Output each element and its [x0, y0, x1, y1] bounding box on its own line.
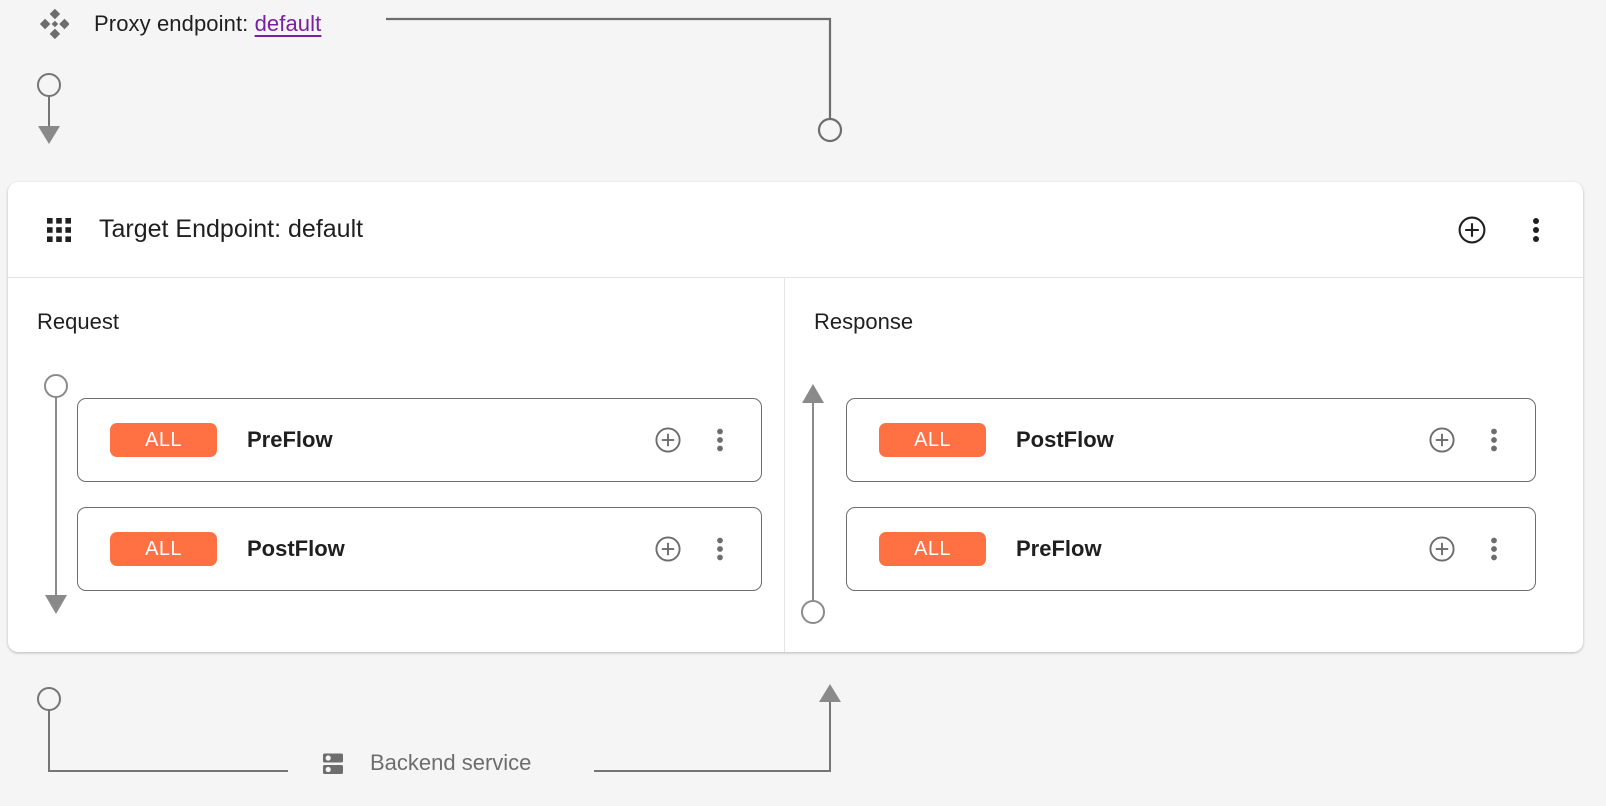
target-out-port-circle [37, 687, 61, 711]
proxy-endpoint-label: Proxy endpoint: default [94, 11, 321, 37]
request-rail-arrowhead [45, 595, 67, 614]
flow-card-actions [1427, 534, 1509, 564]
response-flow-rail [801, 384, 825, 624]
proxy-endpoint-header: Proxy endpoint: default [0, 0, 321, 48]
status-badge: ALL [879, 532, 986, 566]
response-column: Response ALL PostFlow [785, 278, 1583, 652]
request-column-title: Request [37, 309, 119, 334]
target-endpoint-header-actions [1455, 213, 1553, 247]
proxy-endpoint-label-prefix: Proxy endpoint: [94, 11, 255, 36]
more-vert-icon[interactable] [1479, 534, 1509, 564]
status-badge: ALL [879, 423, 986, 457]
more-vert-icon[interactable] [705, 534, 735, 564]
add-circle-icon[interactable] [653, 425, 683, 455]
flow-name: PostFlow [1016, 427, 1114, 452]
status-badge: ALL [110, 532, 217, 566]
proxy-out-arrowhead [38, 126, 60, 144]
proxy-out-port-circle [37, 73, 61, 97]
response-flow-cards: ALL PostFlow [846, 398, 1536, 616]
flow-card[interactable]: ALL PostFlow [846, 398, 1536, 482]
add-circle-icon[interactable] [1427, 534, 1457, 564]
target-to-backend-connector [48, 710, 288, 772]
flow-card-actions [1427, 425, 1509, 455]
add-circle-icon[interactable] [653, 534, 683, 564]
more-vert-icon[interactable] [1519, 213, 1553, 247]
flow-name: PostFlow [247, 536, 345, 561]
target-in-port-circle [817, 117, 843, 143]
response-rail-arrowhead [802, 384, 824, 403]
response-rail-end-circle [801, 600, 825, 624]
flow-card-actions [653, 425, 735, 455]
backend-to-target-connector [594, 700, 831, 772]
response-column-title: Response [814, 309, 914, 334]
status-badge: ALL [110, 423, 217, 457]
server-icon [318, 748, 348, 778]
page-title: Target Endpoint: default [99, 215, 364, 243]
flow-columns: Request ALL PreFlow [8, 278, 1583, 652]
request-flow-rail [44, 374, 68, 614]
add-circle-icon[interactable] [1455, 213, 1489, 247]
backend-return-arrowhead [819, 684, 841, 702]
flow-card[interactable]: ALL PostFlow [77, 507, 762, 591]
request-column: Request ALL PreFlow [8, 278, 785, 652]
add-circle-icon[interactable] [1427, 425, 1457, 455]
grid-dots-icon [45, 216, 73, 244]
backend-service[interactable]: Backend service [318, 748, 531, 778]
flow-card[interactable]: ALL PreFlow [77, 398, 762, 482]
target-endpoint-panel: Target Endpoint: default [8, 182, 1583, 652]
flow-card-actions [653, 534, 735, 564]
flow-name: PreFlow [1016, 536, 1102, 561]
proxy-to-target-connector [386, 17, 832, 119]
flow-name: PreFlow [247, 427, 333, 452]
target-endpoint-header: Target Endpoint: default [8, 182, 1583, 278]
proxy-endpoint-link[interactable]: default [254, 11, 322, 36]
more-vert-icon[interactable] [1479, 425, 1509, 455]
request-rail-start-circle [44, 374, 68, 398]
flow-card[interactable]: ALL PreFlow [846, 507, 1536, 591]
more-vert-icon[interactable] [705, 425, 735, 455]
backend-service-label: Backend service [370, 750, 532, 775]
request-flow-cards: ALL PreFlow [77, 398, 762, 616]
diamond-cluster-icon [32, 3, 76, 45]
